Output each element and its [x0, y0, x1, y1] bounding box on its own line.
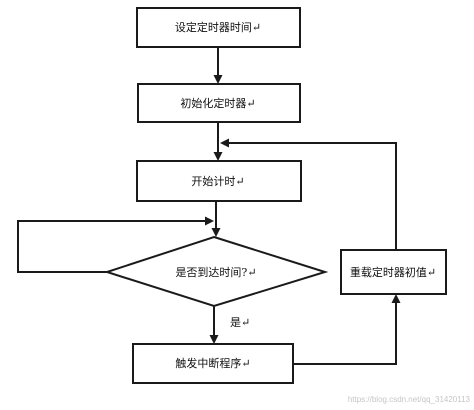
label-decision: 是否到达时间?↵ — [175, 266, 256, 279]
label-set-timer: 设定定时器时间↵ — [175, 20, 261, 34]
arrow-interrupt-to-reload — [293, 294, 401, 365]
box-init-timer — [137, 83, 301, 123]
arrow-reload-to-start — [220, 138, 397, 250]
box-trigger-interrupt — [132, 343, 294, 384]
label-init-timer: 初始化定时器↵ — [180, 96, 255, 110]
label-trigger-interrupt: 触发中断程序↵ — [175, 356, 250, 370]
arrow-no-loop — [17, 216, 214, 273]
box-set-timer — [136, 7, 301, 48]
label-reload-timer: 重载定时器初值↵ — [350, 265, 436, 279]
label-yes: 是↵ — [230, 316, 250, 329]
watermark: https://blog.csdn.net/qq_31420113 — [348, 395, 471, 404]
box-start-timing — [136, 160, 302, 202]
box-reload-timer — [340, 249, 447, 295]
label-start-timing: 开始计时↵ — [191, 174, 244, 188]
